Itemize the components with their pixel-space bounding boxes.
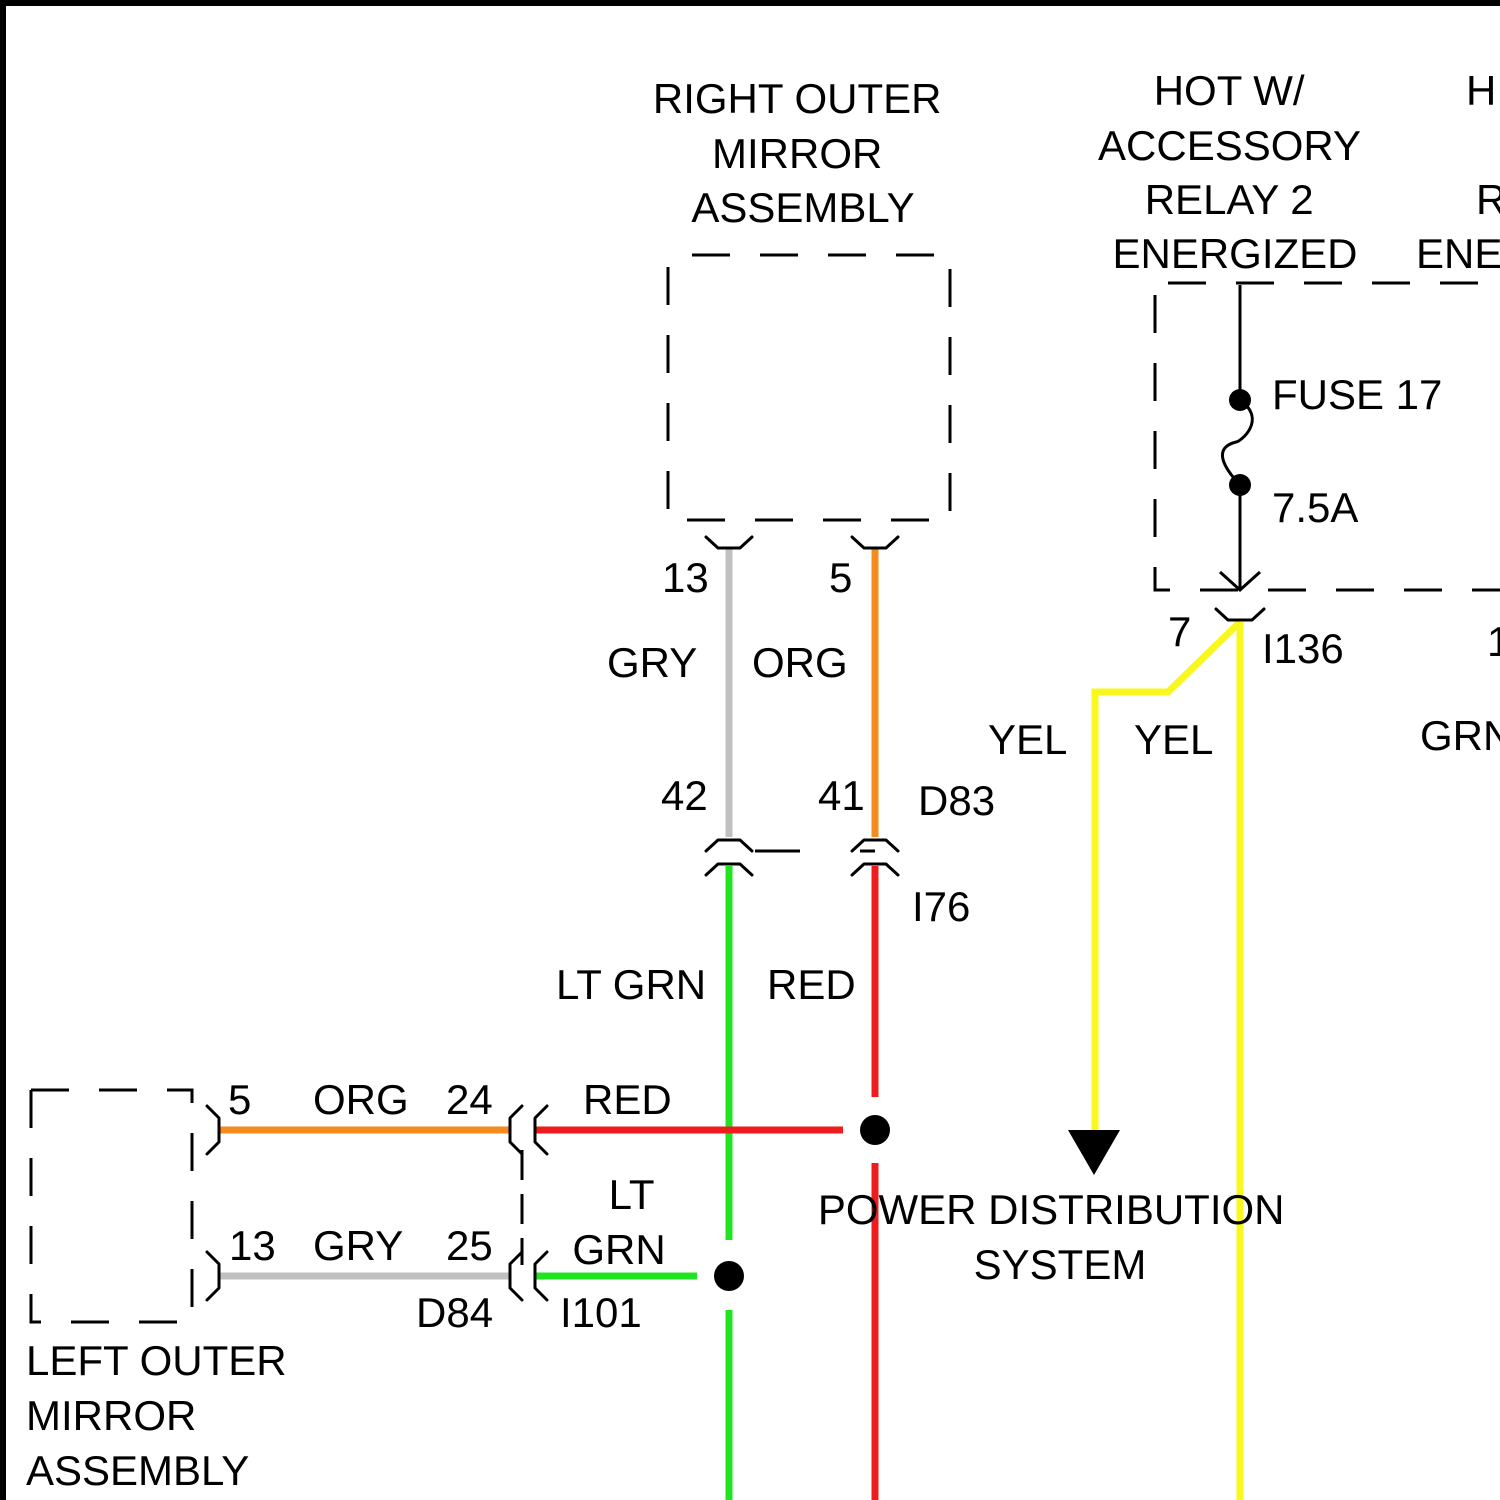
pin-right-mirror-5: 5: [829, 554, 852, 601]
label-wire-org-left: ORG: [313, 1076, 409, 1123]
left-mirror-title: LEFT OUTER MIRROR ASSEMBLY: [26, 1337, 298, 1494]
connector-right-mirror-pin13: [706, 537, 752, 548]
hot-relay2-title: HOT W/ ACCESSORY RELAY 2 ENERGIZED: [1098, 67, 1372, 277]
connector-right-mirror-pin5: [852, 537, 898, 548]
pin-right-mirror-13: 13: [662, 554, 709, 601]
connector-d84-pin24: [510, 1106, 522, 1154]
label-wire-red-mid: RED: [767, 961, 856, 1008]
connector-d83-pin42: [706, 840, 752, 851]
fuse-rating-label: 7.5A: [1272, 484, 1358, 531]
right-mirror-title: RIGHT OUTER MIRROR ASSEMBLY: [653, 75, 953, 231]
splice-ltgrn: [714, 1261, 744, 1291]
label-wire-yel-right: YEL: [1134, 716, 1213, 763]
pin-d83-41: 41: [818, 772, 865, 819]
label-wire-red-horizontal: RED: [583, 1076, 672, 1123]
pin-d83-42: 42: [661, 772, 708, 819]
left-border: [0, 0, 6, 1500]
connector-d84-pin25: [510, 1252, 522, 1300]
left-mirror-box: [31, 1090, 192, 1322]
connector-i101-label: I101: [560, 1289, 642, 1336]
power-distribution-label: POWER DISTRIBUTION SYSTEM: [818, 1186, 1296, 1288]
label-wire-grn-right: GRN: [1420, 712, 1500, 759]
fuse-name-label: FUSE 17: [1272, 371, 1442, 418]
label-wire-org-upper: ORG: [752, 639, 848, 686]
splice-red: [860, 1115, 890, 1145]
top-border: [0, 0, 1500, 6]
pin-left-mirror-13: 13: [229, 1222, 276, 1269]
connector-d83-pin41: [852, 840, 898, 851]
wire-yel-to-power-distribution: [1095, 622, 1240, 1135]
connector-d83-label: D83: [918, 777, 995, 824]
hot-other-title: H R ENE: [1416, 67, 1500, 277]
label-wire-ltgrn-mid: LT GRN: [556, 961, 706, 1008]
pin-i136-other: 1: [1487, 618, 1500, 665]
pin-d84-25: 25: [446, 1222, 493, 1269]
label-wire-gry-upper: GRY: [607, 639, 697, 686]
fuse-17-element: [1222, 400, 1252, 485]
right-mirror-box: [668, 255, 950, 520]
connector-i136-label: I136: [1262, 625, 1344, 672]
label-wire-gry-left: GRY: [313, 1222, 403, 1269]
fuse-block-box: [1155, 283, 1500, 590]
connector-i76-label: I76: [912, 883, 970, 930]
label-wire-ltgrn-horizontal: LT GRN: [572, 1171, 665, 1273]
label-wire-yel-left: YEL: [988, 716, 1067, 763]
connector-left-mirror-pin13: [207, 1252, 219, 1300]
connector-left-mirror-pin5: [207, 1106, 219, 1154]
power-distribution-arrow: [1068, 1130, 1120, 1175]
connector-i136-pin7: [1216, 609, 1264, 620]
pin-i136-7: 7: [1168, 608, 1191, 655]
pin-left-mirror-5: 5: [228, 1076, 251, 1123]
pin-d84-24: 24: [446, 1076, 493, 1123]
connector-d84-label: D84: [416, 1289, 493, 1336]
